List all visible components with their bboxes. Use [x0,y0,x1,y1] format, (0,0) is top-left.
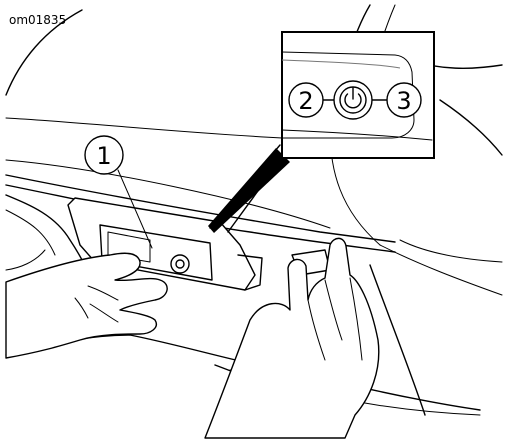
callout-1: 1 [84,135,153,249]
handle-housing [67,197,263,291]
right-hand [204,237,380,439]
zoom-leader [208,144,290,233]
callout-3-number: 3 [396,87,411,115]
callout-2-number: 2 [298,87,313,115]
power-icon [344,87,362,109]
callout-2: 2 [288,82,324,118]
left-hand [5,252,168,359]
callout-3: 3 [386,82,422,118]
detail-inset: 2 3 [281,31,435,159]
callout-1-number: 1 [96,142,111,170]
key-lock [170,254,190,274]
figure-code: om01835 [9,13,66,27]
